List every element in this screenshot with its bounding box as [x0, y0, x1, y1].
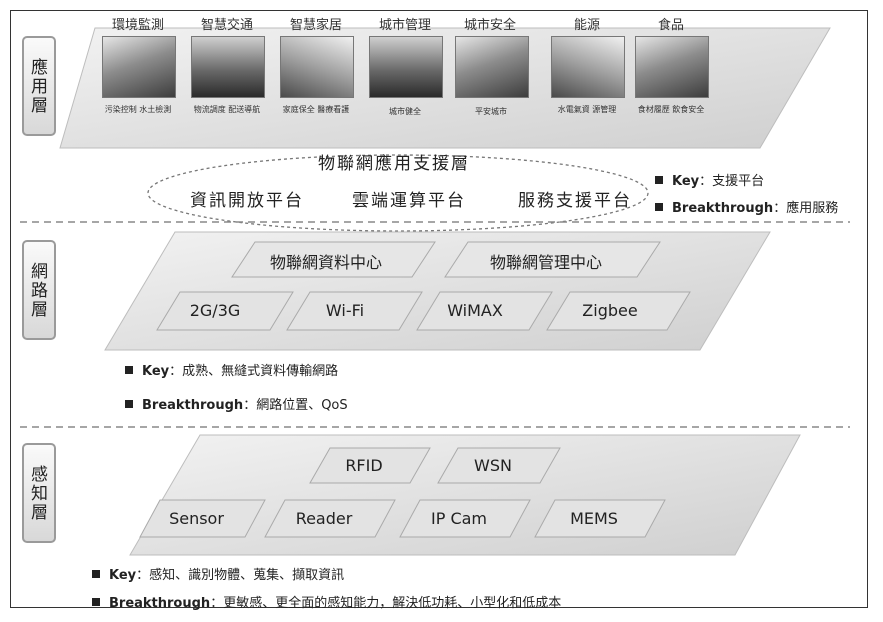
support-ellipse [147, 154, 649, 232]
app-title: 環境監測 [111, 18, 164, 33]
app-title: 城市管理 [378, 18, 431, 33]
chip-bg-reader [264, 499, 396, 538]
app-caption: 污染控制 水土檢測 [104, 105, 172, 114]
bullet-square-icon [655, 176, 663, 184]
app-caption: 水電氣資 源管理 [557, 105, 617, 114]
app-photo-traffic [191, 36, 265, 98]
app-title: 智慧家居 [289, 18, 342, 33]
app-caption: 家庭保全 醫療看護 [282, 105, 350, 114]
layer-label-application: 應用層 [22, 36, 56, 136]
app-title: 能源 [573, 18, 600, 33]
app-photo-environment [102, 36, 176, 98]
chip-bg-ipcam [399, 499, 531, 538]
chip-bg-wifi [286, 291, 423, 331]
platform-service-support: 服務支援平台 [518, 191, 632, 211]
app-caption: 食材履歷 飲食安全 [637, 105, 705, 114]
chip-bg-wsn [437, 447, 561, 484]
layer-label-perception: 感知層 [22, 443, 56, 543]
support-key: Key：支援平台 [655, 170, 764, 189]
perception-breakthrough: Breakthrough：更敏感、更全面的感知能力，解決低功耗、小型化和低成本 [92, 592, 561, 611]
perception-sensor: Sensor [169, 509, 224, 528]
app-caption: 城市健全 [389, 107, 421, 116]
network-tech-zigbee: Zigbee [582, 301, 638, 320]
perception-rfid: RFID [345, 456, 383, 475]
app-caption: 平安城市 [475, 107, 507, 116]
perception-reader: Reader [295, 509, 353, 528]
app-title: 城市安全 [463, 18, 516, 33]
chip-bg-mgmt-center [444, 241, 661, 278]
app-photo-food [635, 36, 709, 98]
app-photo-city-security [455, 36, 529, 98]
chip-bg-data-center [231, 241, 436, 278]
chip-bg-rfid [309, 447, 431, 484]
support-breakthrough: Breakthrough：應用服務 [655, 197, 838, 216]
network-tech-2g3g: 2G/3G [189, 301, 241, 320]
chip-bg-2g3g [156, 291, 294, 331]
network-key: Key：成熟、無縫式資料傳輸網路 [125, 360, 338, 379]
support-layer-title: 物聯網應用支援層 [318, 154, 470, 174]
perception-wsn: WSN [474, 456, 512, 475]
chip-bg-mems [534, 499, 666, 538]
app-title: 智慧交通 [200, 18, 253, 33]
bullet-square-icon [92, 570, 100, 578]
perception-ipcam: IP Cam [430, 509, 487, 528]
app-title: 食品 [657, 18, 684, 33]
network-center-management: 物聯網管理中心 [489, 253, 602, 272]
perception-mems: MEMS [570, 509, 618, 528]
network-tech-wifi: Wi-Fi [325, 301, 365, 320]
network-tech-wimax: WiMAX [447, 301, 503, 320]
app-photo-home [280, 36, 354, 98]
platform-open-info: 資訊開放平台 [190, 191, 304, 211]
platform-cloud: 雲端運算平台 [352, 191, 466, 211]
layer-label-network: 網路層 [22, 240, 56, 340]
bullet-square-icon [125, 400, 133, 408]
chip-bg-zigbee [546, 291, 691, 331]
chip-bg-wimax [416, 291, 553, 331]
bullet-square-icon [92, 598, 100, 606]
chip-bg-sensor [139, 499, 266, 538]
bullet-square-icon [125, 366, 133, 374]
perception-key: Key：感知、識別物體、蒐集、擷取資訊 [92, 564, 344, 583]
app-photo-city-management [369, 36, 443, 98]
network-band [104, 231, 771, 351]
app-photo-energy [551, 36, 625, 98]
network-breakthrough: Breakthrough：網路位置、QoS [125, 394, 348, 413]
app-caption: 物流調度 配送導航 [193, 105, 261, 114]
bullet-square-icon [655, 203, 663, 211]
network-center-data: 物聯網資料中心 [269, 253, 382, 272]
